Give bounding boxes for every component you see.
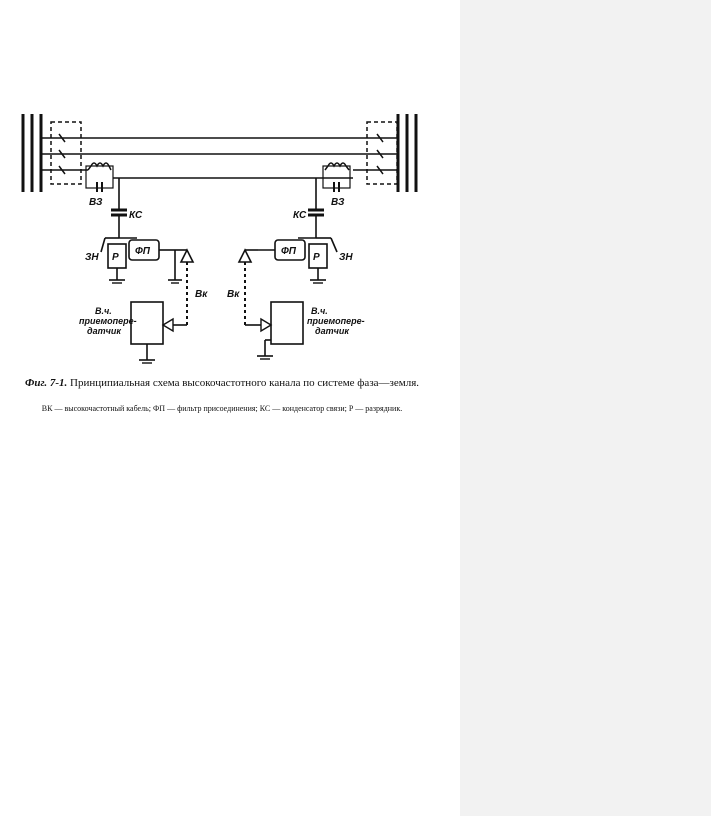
left-wave-trap-coil bbox=[87, 162, 112, 171]
right-switchgear-box bbox=[366, 121, 398, 185]
label-vz-left: ВЗ bbox=[89, 197, 103, 208]
hf-channel-schematic: ВЗ ВЗ КС КС ЗН ЗН Р Р ФП ФП Вк Вк В.ч. п… bbox=[21, 114, 418, 364]
transceiver-label-left: В.ч. приемопере- датчик bbox=[79, 306, 137, 336]
right-wave-trap-coil bbox=[324, 162, 350, 171]
transceiver-label-right: В.ч. приемопере- датчик bbox=[307, 306, 365, 336]
svg-text:приемопере-: приемопере- bbox=[307, 316, 365, 326]
label-vk-right: Вк bbox=[227, 289, 240, 300]
label-p-right: Р bbox=[313, 252, 320, 263]
label-p-left: Р bbox=[112, 252, 119, 263]
left-switchgear-box bbox=[50, 121, 82, 185]
label-zn-left: ЗН bbox=[85, 252, 99, 263]
figure-caption: Фиг. 7-1. Принципиальная схема высокочас… bbox=[13, 377, 431, 389]
label-vk-left: Вк bbox=[195, 289, 208, 300]
figure-legend: ВК — высокочастотный кабель; ФП — фильтр… bbox=[41, 404, 403, 413]
svg-text:приемопере-: приемопере- bbox=[79, 316, 137, 326]
label-zn-right: ЗН bbox=[339, 252, 353, 263]
label-fp-right: ФП bbox=[281, 246, 297, 257]
figure-number: Фиг. 7-1. bbox=[24, 377, 68, 389]
label-fp-left: ФП bbox=[135, 246, 151, 257]
label-ks-right: КС bbox=[293, 210, 307, 221]
label-ks-left: КС bbox=[129, 210, 143, 221]
figure-title: Принципиальная схема высокочастотного ка… bbox=[70, 377, 420, 389]
side-panel bbox=[460, 0, 711, 816]
document-page: ВЗ ВЗ КС КС ЗН ЗН Р Р ФП ФП Вк Вк В.ч. п… bbox=[13, 114, 431, 413]
right-transceiver-box bbox=[270, 301, 304, 345]
svg-text:датчик: датчик bbox=[87, 326, 121, 336]
svg-text:датчик: датчик bbox=[315, 326, 349, 336]
svg-text:В.ч.: В.ч. bbox=[311, 306, 328, 316]
label-vz-right: ВЗ bbox=[331, 197, 345, 208]
svg-text:В.ч.: В.ч. bbox=[95, 306, 112, 316]
